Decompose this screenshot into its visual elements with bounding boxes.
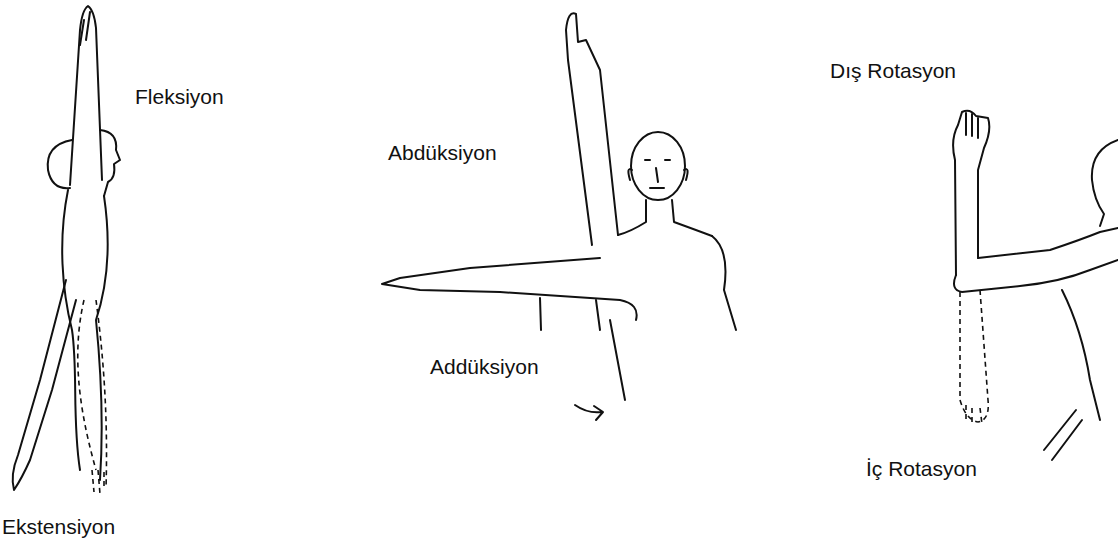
abduction-adduction-figure xyxy=(382,13,736,420)
neck xyxy=(618,200,712,236)
fingers xyxy=(80,12,90,45)
motion-label: Abdüksiyon xyxy=(388,140,497,165)
body-lines xyxy=(540,298,600,330)
head-profile xyxy=(100,130,120,196)
body-line xyxy=(1062,290,1100,420)
dashed-fingers xyxy=(92,470,104,494)
shoulder xyxy=(48,140,72,188)
back-line xyxy=(62,190,80,470)
motion-label: Addüksiyon xyxy=(430,354,539,379)
ears xyxy=(628,169,687,180)
upper-arm-bottom xyxy=(954,260,1118,292)
extended-arm xyxy=(13,280,76,490)
side-lines xyxy=(1044,410,1082,460)
motion-label: Fleksiyon xyxy=(135,84,224,109)
rotation-figure xyxy=(953,111,1118,460)
raised-forearm xyxy=(953,111,989,275)
fingers xyxy=(966,113,978,138)
raised-arm xyxy=(566,13,618,245)
adduction-arrow xyxy=(575,405,603,420)
raised-arm xyxy=(70,6,102,185)
dashed-fingers xyxy=(966,405,982,424)
dashed-arm xyxy=(78,300,107,488)
adducted-arm-line xyxy=(610,320,625,400)
head-partial xyxy=(1092,140,1118,226)
horizontal-arm xyxy=(382,258,637,320)
motion-label: Ekstensiyon xyxy=(2,514,115,539)
face xyxy=(645,160,670,188)
upper-arm-top xyxy=(978,228,1118,258)
motion-label: Dış Rotasyon xyxy=(830,58,956,83)
right-shoulder xyxy=(712,236,736,330)
flexion-extension-figure xyxy=(13,6,120,494)
head xyxy=(631,132,685,200)
dashed-forearm xyxy=(960,290,988,422)
motion-label: İç Rotasyon xyxy=(866,456,977,481)
